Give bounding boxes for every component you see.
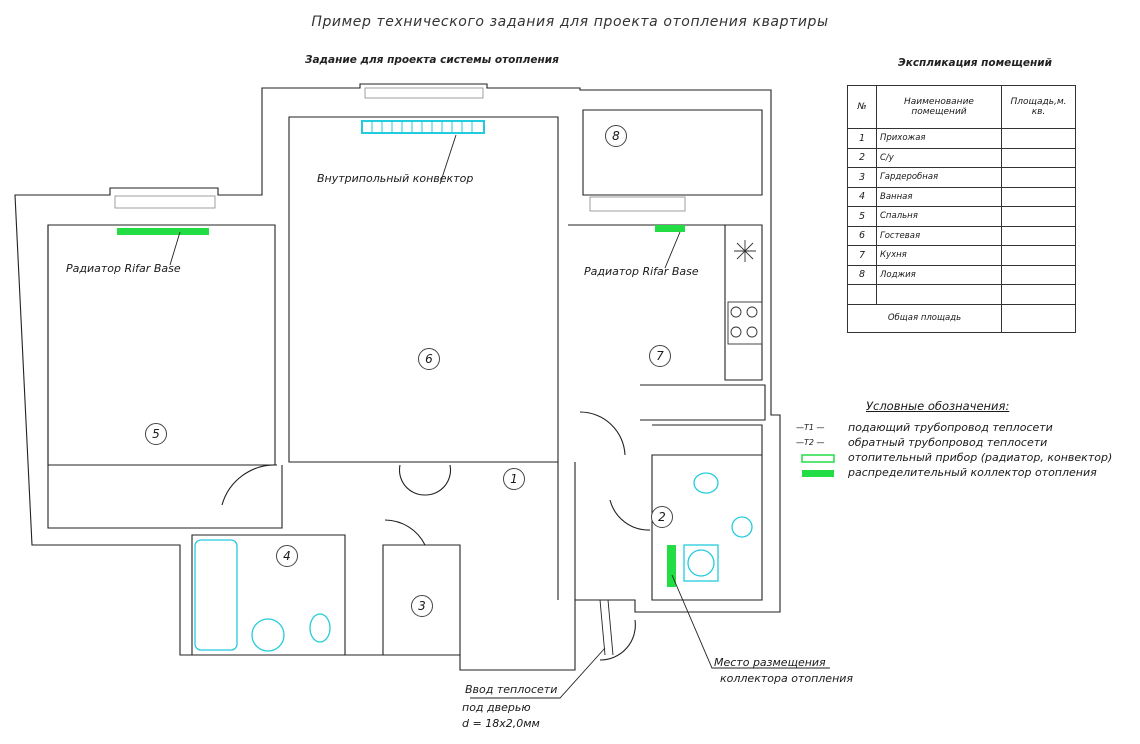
collector-label-1: Место размещения (714, 656, 826, 669)
outer-wall (14, 83, 781, 671)
window (364, 87, 484, 99)
room-number: 3 (411, 595, 433, 617)
col-header-num: № (847, 85, 877, 129)
room-5-outline (47, 225, 283, 529)
door-arc (384, 519, 426, 546)
room-number: 4 (276, 545, 298, 567)
legend-item: отопительный прибор (радиатор, конвектор… (848, 451, 1113, 464)
window (589, 196, 686, 212)
inlet-label-2: под дверью (462, 701, 531, 714)
room-number: 8 (605, 125, 627, 147)
washer (683, 544, 719, 582)
bath-box (191, 534, 346, 656)
collector (667, 545, 676, 587)
radiator-left (117, 228, 209, 235)
radiator-right (655, 225, 685, 232)
legend-item: распределительный коллектор отопления (848, 466, 1097, 479)
sink-2 (731, 516, 753, 538)
plan-subtitle: Задание для проекта системы отопления (305, 54, 559, 66)
collector-label-2: коллектора отопления (720, 672, 854, 685)
bathtub (194, 539, 238, 651)
toilet-2 (693, 472, 719, 494)
toilet-inner (640, 384, 766, 455)
table-row (847, 284, 1076, 305)
legend-mark-t1: —Т1 — (796, 423, 825, 432)
room-number: 7 (649, 345, 671, 367)
toilet-box (651, 454, 763, 601)
total-row: Общая площадь (847, 303, 1076, 333)
door-arc (599, 619, 636, 661)
leader-inlet (470, 647, 606, 699)
door-arc (609, 499, 651, 531)
col-header-area: Площадь,м. кв. (1001, 85, 1076, 129)
inlet-label-3: d = 18х2,0мм (462, 717, 540, 730)
wardrobe (382, 544, 461, 656)
door-arc (579, 411, 626, 456)
sink (251, 618, 285, 652)
explication-table: № Наименование помещений Площадь,м. кв. … (847, 85, 1076, 333)
explication-title: Экспликация помещений (898, 57, 1052, 69)
convector-label: Внутрипольный конвектор (317, 172, 474, 185)
room-number: 1 (503, 468, 525, 490)
room-number: 5 (145, 423, 167, 445)
room-number: 2 (651, 506, 673, 528)
legend-collector-mark (802, 470, 834, 477)
room-number: 6 (418, 348, 440, 370)
window (114, 195, 216, 209)
room-6-line (288, 116, 559, 463)
leader-radiator-left (169, 231, 181, 266)
inlet-label-1: Ввод теплосети (465, 683, 558, 696)
total-label: Общая площадь (847, 303, 1002, 333)
radiator-right-label: Радиатор Rifar Base (584, 265, 699, 278)
legend-title: Условные обозначения: (866, 399, 1010, 413)
radiator-left-label: Радиатор Rifar Base (66, 262, 181, 275)
leader-convector (439, 134, 457, 185)
legend-item: подающий трубопровод теплосети (848, 421, 1053, 434)
door-arc (221, 464, 278, 506)
main-title: Пример технического задания для проекта … (311, 14, 829, 30)
convector (361, 120, 485, 134)
corridor-line (557, 462, 576, 600)
washer-drum (687, 549, 715, 577)
legend-mark-t2: —Т2 — (796, 438, 825, 447)
loggia-outline (582, 109, 763, 196)
legend-device-mark (801, 454, 835, 463)
leader-radiator-right (664, 231, 681, 269)
leader-collector (671, 574, 830, 669)
door-arc (398, 464, 452, 496)
toilet (309, 613, 331, 643)
kitchen-outline (568, 224, 763, 381)
col-header-name: Наименование помещений (876, 85, 1002, 129)
legend-item: обратный трубопровод теплосети (848, 436, 1048, 449)
